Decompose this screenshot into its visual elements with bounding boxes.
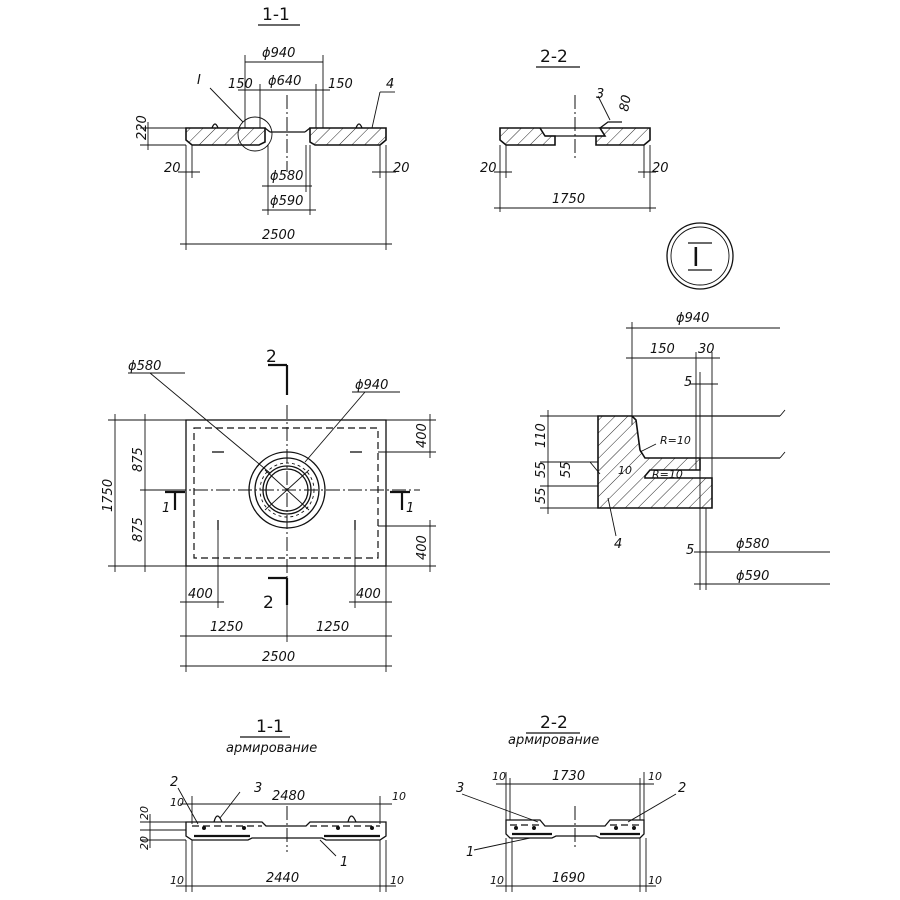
reinf-1-1-10-br: 10 (390, 874, 404, 887)
section-2-2: 2-2 3 80 20 20 1750 (480, 47, 669, 212)
slab-right (309, 127, 387, 146)
detail-55-a: 55 (534, 461, 549, 478)
dim-2500: 2500 (262, 228, 295, 243)
detail-section-body (597, 415, 713, 509)
reinf-1-1-2440: 2440 (266, 871, 299, 886)
section-1-1: 1-1 I ϕ940 ϕ640 150 150 4 (135, 5, 410, 250)
reinf-1-1-label-1: 1 (340, 855, 348, 870)
plan-1250-left: 1250 (210, 620, 243, 635)
dim-d590: ϕ590 (270, 194, 303, 209)
dim-150-right: 150 (328, 77, 353, 92)
dim-1750-top: 1750 (552, 192, 585, 207)
detail-110: 110 (534, 423, 549, 448)
reinf-1-1-subtitle: армирование (226, 741, 317, 756)
reinf-1-1-title: 1-1 (256, 717, 284, 737)
reinf-1-1-20-b: 20 (138, 836, 151, 850)
leader-4: 4 (386, 77, 394, 92)
detail-30: 30 (698, 342, 715, 357)
plan-d940: ϕ940 (355, 378, 388, 393)
plan-view: 2 2 1 1 ϕ580 ϕ940 1750 875 875 400 400 (101, 347, 436, 672)
plan-h875-top: 875 (131, 447, 146, 472)
slab-2-left (499, 127, 556, 146)
plan-inner-dash (193, 427, 379, 559)
reinf-2-2-1730: 1730 (552, 769, 585, 784)
dim-220: 220 (135, 115, 150, 140)
dim-d580: ϕ580 (270, 169, 303, 184)
plan-400-bottom: 400 (415, 535, 430, 560)
dim-d640: ϕ640 (268, 74, 301, 89)
dim-d940: ϕ940 (262, 46, 295, 61)
section-1-1-title: 1-1 (262, 5, 290, 25)
callout-label: I (197, 73, 201, 88)
section-2-2-title: 2-2 (540, 47, 568, 67)
reinf-2-2-label-3: 3 (456, 781, 464, 796)
plan-section-2-bottom: 2 (263, 593, 274, 613)
leader-3: 3 (596, 87, 604, 102)
plan-400-left: 400 (188, 587, 213, 602)
plan-1250-right: 1250 (316, 620, 349, 635)
reinf-1-1-label-3: 3 (254, 781, 262, 796)
reinf-2-2-10-br: 10 (648, 874, 662, 887)
reinf-2-2-subtitle: армирование (508, 733, 599, 748)
plan-400-top: 400 (415, 423, 430, 448)
detail-marker-label: I (692, 243, 700, 273)
slab-left (185, 127, 266, 146)
detail-5-top: 5 (684, 375, 692, 390)
detail-leader-4: 4 (614, 537, 622, 552)
reinf-1-1-10-tl: 10 (170, 796, 184, 809)
reinf-2-2-10-tl: 10 (492, 770, 506, 783)
plan-section-1-left: 1 (162, 501, 170, 516)
reinf-1-1-10-tr: 10 (392, 790, 406, 803)
detail-10: 10 (618, 464, 632, 477)
plan-section-1-right: 1 (406, 501, 414, 516)
reinf-2-2-label-2: 2 (678, 781, 686, 796)
detail-d590: ϕ590 (736, 569, 769, 584)
dim-20-left: 20 (164, 161, 181, 176)
plan-2500: 2500 (262, 650, 295, 665)
detail-55-c: 55 (534, 487, 549, 504)
dim-150-left: 150 (228, 77, 253, 92)
reinf-1-1-2480: 2480 (272, 789, 305, 804)
detail-150: 150 (650, 342, 675, 357)
dim-20-right: 20 (393, 161, 410, 176)
reinforcement-2-2: 2-2 армирование 3 2 1 1730 10 10 (456, 713, 686, 892)
detail-r10-a: R=10 (660, 434, 691, 447)
detail-r10-b: R=10 (652, 468, 683, 481)
plan-h1750: 1750 (101, 479, 116, 512)
detail-55-b: 55 (559, 461, 574, 478)
reinf-1-1-20-a: 20 (138, 806, 151, 820)
reinf-2-2-10-bl: 10 (490, 874, 504, 887)
callout-circle (237, 116, 273, 152)
dim-80: 80 (617, 94, 635, 113)
reinf-2-2-1690: 1690 (552, 871, 585, 886)
reinf-slab-outline (185, 821, 387, 841)
dim-2-20-right: 20 (652, 161, 669, 176)
plan-h875-bottom: 875 (131, 517, 146, 542)
detail-5-bottom: 5 (686, 543, 694, 558)
reinforcement-1-1: 1-1 армирование 2 3 1 2480 10 10 (138, 717, 406, 892)
plan-section-2-top: 2 (266, 347, 277, 367)
plan-d580: ϕ580 (128, 359, 161, 374)
reinf-1-1-label-2: 2 (170, 775, 178, 790)
detail-marker: I (666, 222, 734, 290)
detail-d940: ϕ940 (676, 311, 709, 326)
reinf-1-1-10-bl: 10 (170, 874, 184, 887)
reinf-2-2-title: 2-2 (540, 713, 568, 733)
detail-I: ϕ940 150 30 5 110 55 55 55 R=10 R=10 10 … (534, 311, 830, 590)
reinf-2-2-label-1: 1 (466, 845, 474, 860)
detail-d580: ϕ580 (736, 537, 769, 552)
dim-2-20-left: 20 (480, 161, 497, 176)
plan-400-right: 400 (356, 587, 381, 602)
plan-outline (185, 419, 387, 567)
reinf-2-2-10-tr: 10 (648, 770, 662, 783)
